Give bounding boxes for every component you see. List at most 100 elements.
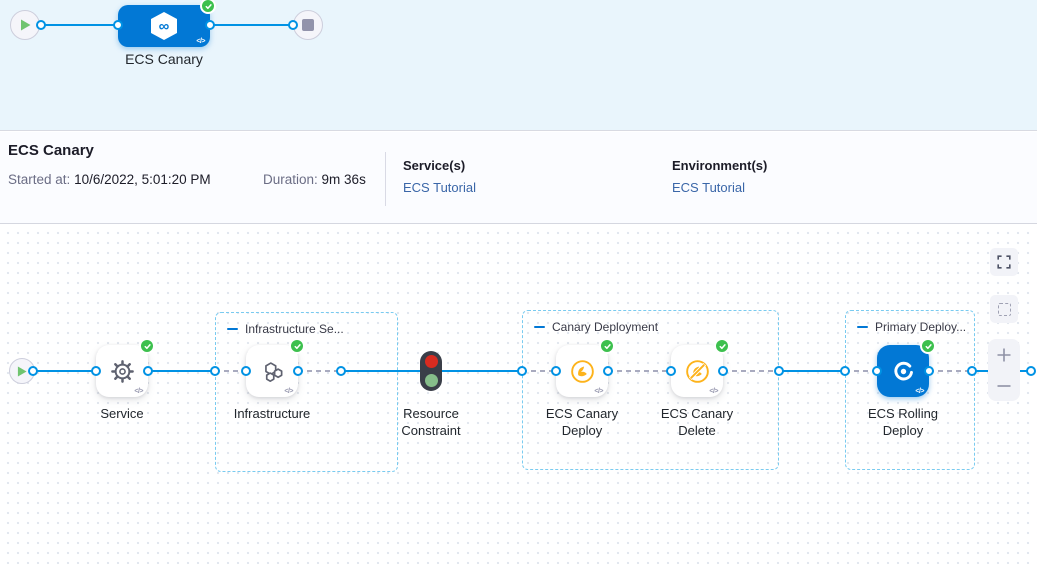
connector-line-dashed bbox=[845, 370, 877, 372]
started-value: 10/6/2022, 5:01:20 PM bbox=[74, 172, 211, 187]
code-icon: </> bbox=[915, 388, 924, 395]
step-label: Resource Constraint bbox=[401, 406, 461, 438]
connection-point bbox=[517, 366, 527, 376]
connection-point bbox=[36, 20, 46, 30]
code-icon: </> bbox=[196, 38, 205, 45]
duration-label: Duration: bbox=[263, 172, 318, 187]
connection-point bbox=[293, 366, 303, 376]
connector-line-dashed bbox=[298, 370, 341, 372]
step-resource-constraint[interactable] bbox=[420, 351, 442, 391]
plus-icon bbox=[997, 348, 1011, 361]
connector-line bbox=[779, 370, 845, 372]
code-icon: </> bbox=[709, 388, 718, 395]
connection-point bbox=[143, 366, 153, 376]
connection-point bbox=[666, 366, 676, 376]
minimap-stage-label: ECS Canary bbox=[125, 51, 203, 67]
connection-point bbox=[336, 366, 346, 376]
canary-delete-icon bbox=[685, 359, 709, 383]
step-infrastructure[interactable]: </> bbox=[246, 338, 305, 397]
connection-point bbox=[551, 366, 561, 376]
step-group-infrastructure: Infrastructure Se... bbox=[215, 312, 398, 472]
gear-icon bbox=[110, 359, 134, 383]
connector-line bbox=[40, 24, 118, 26]
collapse-minus-icon[interactable] bbox=[534, 325, 545, 329]
connection-point bbox=[210, 366, 220, 376]
step-group-title: Infrastructure Se... bbox=[245, 322, 344, 336]
connection-point bbox=[967, 366, 977, 376]
connection-point bbox=[603, 366, 613, 376]
step-group-header: Canary Deployment bbox=[523, 311, 778, 334]
step-label: ECS Rolling Deploy bbox=[867, 406, 939, 438]
traffic-light-red-icon bbox=[424, 355, 438, 368]
connector-line bbox=[210, 24, 293, 26]
success-check-icon bbox=[139, 338, 155, 354]
connection-point bbox=[718, 366, 728, 376]
connector-line-dashed bbox=[929, 370, 972, 372]
started-label: Started at: bbox=[8, 172, 71, 187]
started-at: Started at: 10/6/2022, 5:01:20 PM bbox=[8, 172, 211, 187]
connection-point bbox=[840, 366, 850, 376]
step-group-header: Infrastructure Se... bbox=[216, 313, 397, 336]
minus-icon bbox=[997, 384, 1011, 387]
step-ecs-rolling-deploy[interactable]: </> bbox=[877, 338, 936, 397]
zoom-out-button[interactable] bbox=[988, 370, 1020, 401]
minimap-stage-ecs-canary[interactable]: ∞ </> bbox=[118, 0, 216, 47]
header-divider bbox=[385, 152, 386, 206]
fullscreen-button[interactable] bbox=[990, 248, 1018, 276]
step-group-primary-deployment: Primary Deploy... bbox=[845, 310, 975, 470]
zoom-in-button[interactable] bbox=[988, 339, 1020, 370]
connector-line bbox=[148, 370, 215, 372]
stage-graph-canvas[interactable]: Infrastructure Se... Canary Deployment P… bbox=[0, 224, 1037, 564]
fullscreen-icon bbox=[997, 255, 1011, 269]
connection-point bbox=[113, 20, 123, 30]
code-icon: </> bbox=[134, 388, 143, 395]
environments-label: Environment(s) bbox=[672, 158, 768, 173]
connection-point bbox=[774, 366, 784, 376]
step-group-title: Canary Deployment bbox=[552, 320, 659, 334]
step-ecs-canary-delete[interactable]: </> bbox=[671, 338, 730, 397]
success-check-icon bbox=[200, 0, 216, 14]
pipeline-hexagon-icon: ∞ bbox=[151, 12, 177, 40]
play-icon bbox=[20, 19, 30, 31]
success-check-icon bbox=[599, 338, 615, 354]
step-label: Service bbox=[100, 406, 144, 421]
stop-icon bbox=[302, 19, 314, 31]
environments-link[interactable]: ECS Tutorial bbox=[672, 180, 745, 195]
step-service[interactable]: </> bbox=[96, 338, 155, 397]
step-group-header: Primary Deploy... bbox=[846, 311, 974, 334]
connection-point bbox=[872, 366, 882, 376]
step-group-canary-deployment: Canary Deployment bbox=[522, 310, 779, 470]
connector-line bbox=[442, 370, 522, 372]
execution-title: ECS Canary bbox=[8, 142, 94, 159]
canary-icon bbox=[570, 359, 594, 383]
connector-line bbox=[35, 370, 96, 372]
connection-point bbox=[241, 366, 251, 376]
connector-line-dashed bbox=[522, 370, 556, 372]
duration: Duration: 9m 36s bbox=[263, 172, 366, 187]
step-group-title: Primary Deploy... bbox=[875, 320, 967, 334]
success-check-icon bbox=[289, 338, 305, 354]
marquee-select-button[interactable] bbox=[990, 295, 1018, 323]
zoom-controls bbox=[988, 339, 1020, 401]
success-check-icon bbox=[920, 338, 936, 354]
connection-point bbox=[91, 366, 101, 376]
code-icon: </> bbox=[594, 388, 603, 395]
execution-header: ECS Canary Started at: 10/6/2022, 5:01:2… bbox=[0, 132, 1037, 224]
collapse-minus-icon[interactable] bbox=[857, 325, 868, 329]
code-icon: </> bbox=[284, 388, 293, 395]
play-icon bbox=[17, 366, 27, 376]
pipeline-start-node bbox=[10, 10, 40, 40]
connection-point bbox=[924, 366, 934, 376]
duration-value: 9m 36s bbox=[321, 172, 366, 187]
connector-line-dashed bbox=[723, 370, 779, 372]
collapse-minus-icon[interactable] bbox=[227, 327, 238, 331]
services-label: Service(s) bbox=[403, 158, 466, 173]
connector-line-dashed bbox=[608, 370, 671, 372]
connector-line-dashed bbox=[215, 370, 246, 372]
pipeline-minimap: ∞ </> ECS Canary bbox=[0, 0, 1037, 131]
step-label: Infrastructure bbox=[233, 406, 311, 421]
step-ecs-canary-deploy[interactable]: </> bbox=[556, 338, 615, 397]
services-link[interactable]: ECS Tutorial bbox=[403, 180, 476, 195]
step-label: ECS Canary Deploy bbox=[545, 406, 619, 438]
